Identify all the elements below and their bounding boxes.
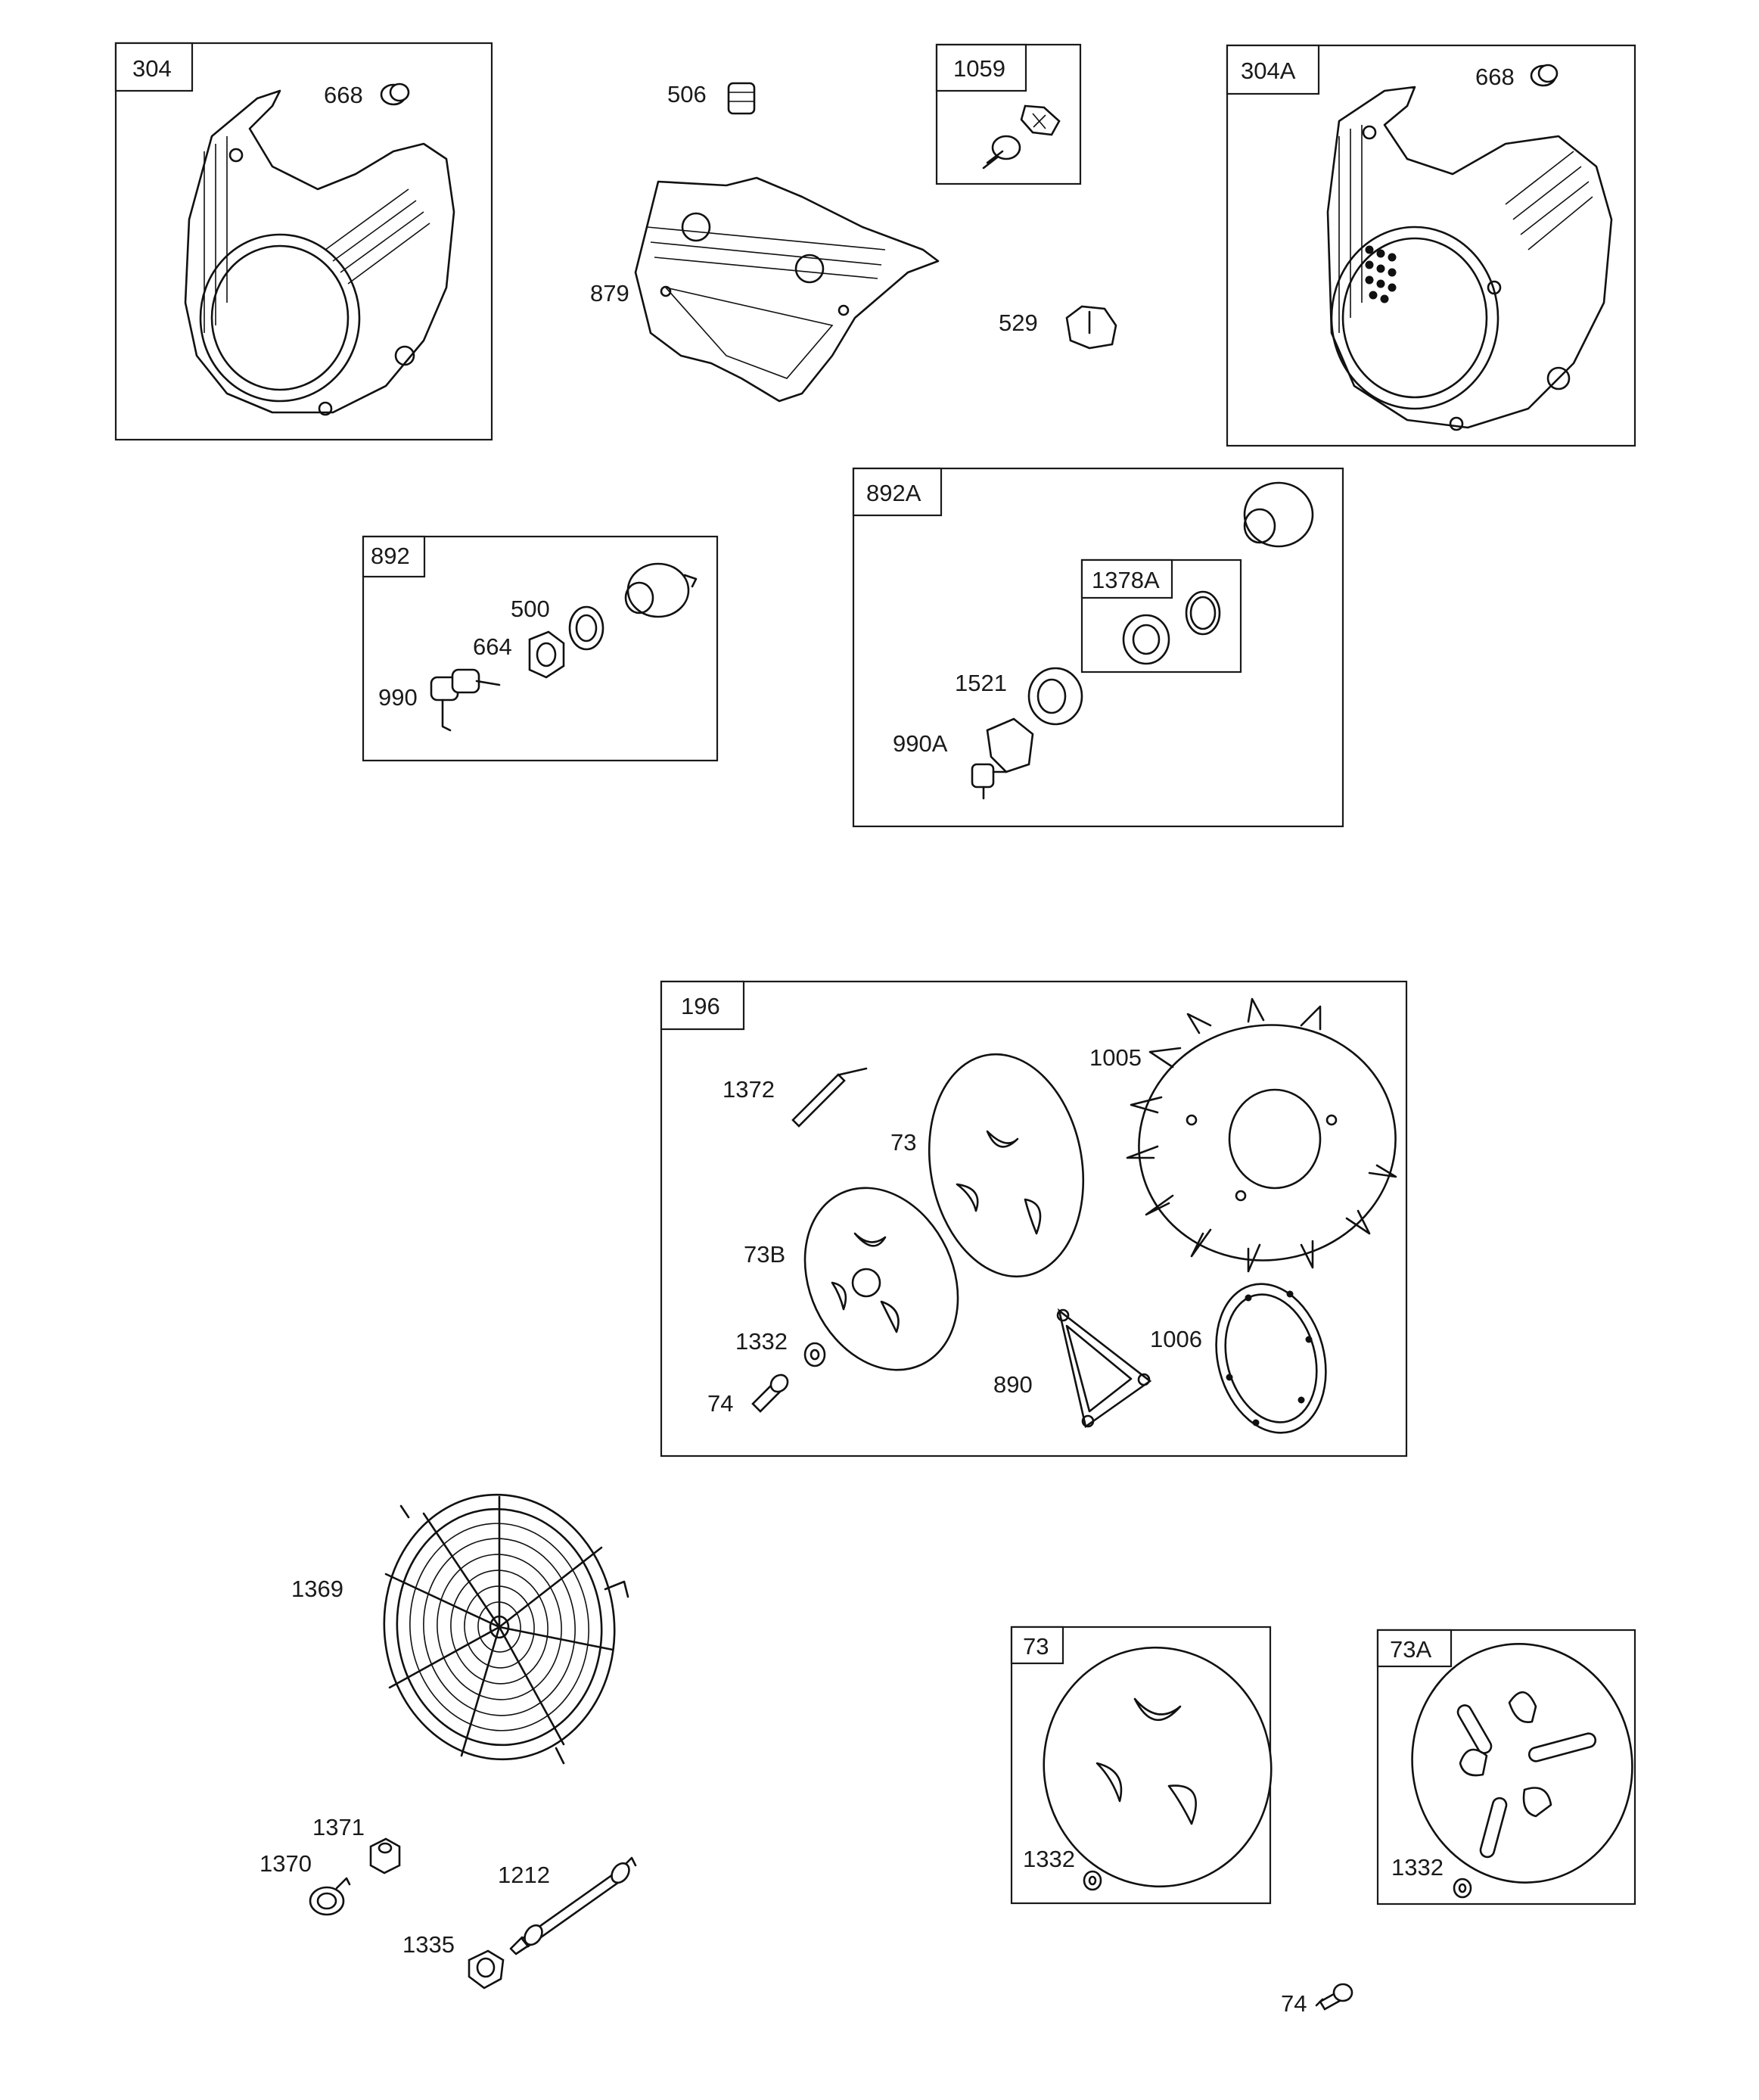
callout-1370: 1370 <box>259 1850 312 1877</box>
flywheel-1005-icon <box>1126 997 1397 1273</box>
tag-304A: 304A <box>1241 58 1296 84</box>
bezel-1521-icon <box>1027 667 1083 726</box>
plug-529-icon <box>1065 305 1117 350</box>
spacer-1371-icon <box>369 1837 401 1874</box>
tag-73: 73 <box>1023 1633 1049 1660</box>
washer-1332c-icon <box>1453 1878 1472 1899</box>
housing-304A-icon <box>1326 86 1613 431</box>
bolt-74-icon <box>751 1374 789 1413</box>
gasket-1006-icon <box>1215 1283 1327 1434</box>
plug-668-icon <box>380 82 410 106</box>
group-73-lower: 73 1332 <box>1010 1626 1273 1905</box>
callout-1006: 1006 <box>1150 1326 1202 1352</box>
nut-1370-icon <box>309 1877 351 1916</box>
group-73A: 73A 1332 <box>1376 1629 1636 1906</box>
callout-529: 529 <box>999 310 1038 336</box>
callout-668: 668 <box>324 82 363 108</box>
tag-304: 304 <box>132 55 172 82</box>
pin-1372-icon <box>791 1067 868 1128</box>
keys-990-icon <box>430 668 501 732</box>
group-196: 196 1005 1372 73 73B 1332 74 890 1006 <box>660 980 1408 1458</box>
callout-74b: 74 <box>1281 1990 1307 2017</box>
tag-1378A: 1378A <box>1092 567 1160 593</box>
housing-304-icon <box>184 89 455 416</box>
vent-holes <box>1365 245 1397 303</box>
group-304A: 304A 668 <box>1226 44 1636 447</box>
shroud-879-icon <box>634 176 940 403</box>
bracket-890-icon <box>1056 1308 1152 1429</box>
washer-1332-icon <box>803 1342 826 1367</box>
switch-892-icon <box>624 562 698 618</box>
stud-1212-icon <box>509 1856 637 1955</box>
callout-74: 74 <box>707 1390 733 1417</box>
callout-890: 890 <box>993 1371 1033 1398</box>
group-1369: 1369 1371 1370 1212 <box>259 1493 637 1990</box>
bolt-74b-icon <box>1315 1983 1353 2011</box>
callout-879: 879 <box>590 280 629 306</box>
tag-196: 196 <box>681 993 720 1019</box>
callout-500: 500 <box>511 596 550 622</box>
callout-73B: 73B <box>744 1241 785 1268</box>
callout-1335: 1335 <box>402 1931 455 1958</box>
callout-990: 990 <box>378 684 418 711</box>
key-990A-icon <box>971 717 1034 800</box>
tag-892A: 892A <box>866 480 921 506</box>
tag-892: 892 <box>371 543 410 569</box>
callout-73: 73 <box>890 1129 916 1156</box>
screen-73A-icon <box>1411 1643 1633 1884</box>
callout-1005: 1005 <box>1089 1044 1142 1071</box>
callout-1369: 1369 <box>291 1576 343 1602</box>
screen-73-icon <box>928 1053 1085 1278</box>
nut-664-icon <box>528 630 565 679</box>
nut-1335-icon <box>468 1949 505 1990</box>
washer-500-icon <box>568 605 604 651</box>
group-74: 74 <box>1281 1983 1353 2017</box>
callout-1332c: 1332 <box>1391 1854 1444 1881</box>
group-892A: 892A 1378A 1521 990A <box>852 467 1344 828</box>
callout-1372: 1372 <box>723 1076 775 1103</box>
washer-1332b-icon <box>1083 1870 1102 1891</box>
ring-1378A-icon <box>1122 590 1221 665</box>
callout-506: 506 <box>667 81 707 107</box>
callout-1212: 1212 <box>498 1862 550 1888</box>
plug-668b-icon <box>1530 64 1559 87</box>
callout-1521: 1521 <box>955 670 1007 696</box>
group-1059: 1059 <box>935 43 1082 185</box>
tag-1059: 1059 <box>953 55 1005 82</box>
fan-guard-1369-icon <box>383 1493 629 1765</box>
callout-1332b: 1332 <box>1023 1846 1075 1872</box>
tag-73A: 73A <box>1390 1636 1431 1663</box>
group-879: 506 879 <box>590 81 940 403</box>
screw-506-icon <box>727 82 756 115</box>
callout-1371: 1371 <box>312 1814 365 1840</box>
callout-664: 664 <box>473 633 512 660</box>
group-892: 892 500 664 990 <box>362 535 719 762</box>
switch-892A-icon <box>1243 481 1314 548</box>
screen-73-lower-icon <box>1043 1646 1273 1888</box>
callout-668b: 668 <box>1475 64 1515 90</box>
callout-990A: 990A <box>893 730 948 757</box>
screw-1059-icon <box>982 104 1061 170</box>
callout-1332: 1332 <box>735 1328 788 1355</box>
group-304: 304 668 <box>114 42 493 441</box>
screen-73B-icon <box>803 1187 959 1371</box>
